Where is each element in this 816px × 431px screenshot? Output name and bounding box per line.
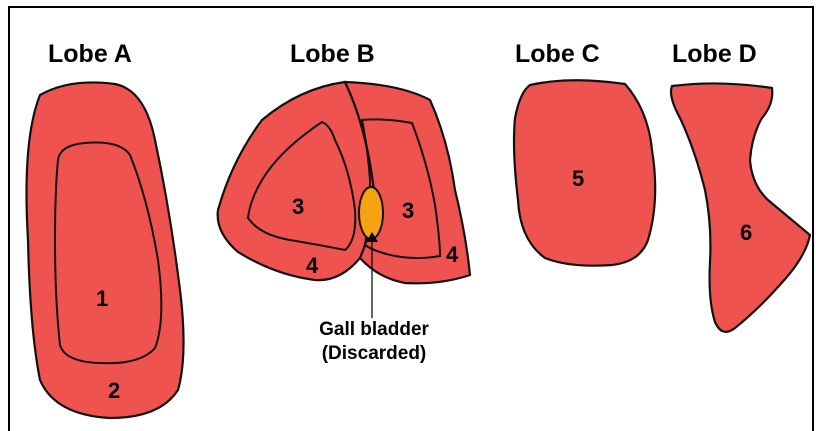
lobe-c-title: Lobe C <box>515 40 600 69</box>
region-label-6: 6 <box>740 220 752 246</box>
region-label-2: 2 <box>108 378 120 404</box>
gallbladder-shape <box>359 187 383 239</box>
gallbladder-label: Gall bladder (Discarded) <box>312 318 436 366</box>
lobe-d-outer <box>671 83 810 331</box>
region-label-3-left: 3 <box>292 194 304 220</box>
region-label-4-left: 4 <box>306 253 318 279</box>
region-label-5: 5 <box>572 166 584 192</box>
region-label-1: 1 <box>96 286 108 312</box>
lobe-b-title: Lobe B <box>290 40 375 69</box>
lobe-b-left <box>218 82 375 280</box>
lobe-c-outer <box>514 80 655 265</box>
gallbladder-label-line1: Gall bladder <box>312 318 436 342</box>
region-label-4-right: 4 <box>446 242 458 268</box>
lobe-d-title: Lobe D <box>672 40 757 69</box>
lobe-a-outer <box>27 82 184 418</box>
gallbladder-label-line2: (Discarded) <box>312 342 436 366</box>
region-label-3-right: 3 <box>402 198 414 224</box>
lobe-a-title: Lobe A <box>48 40 132 69</box>
